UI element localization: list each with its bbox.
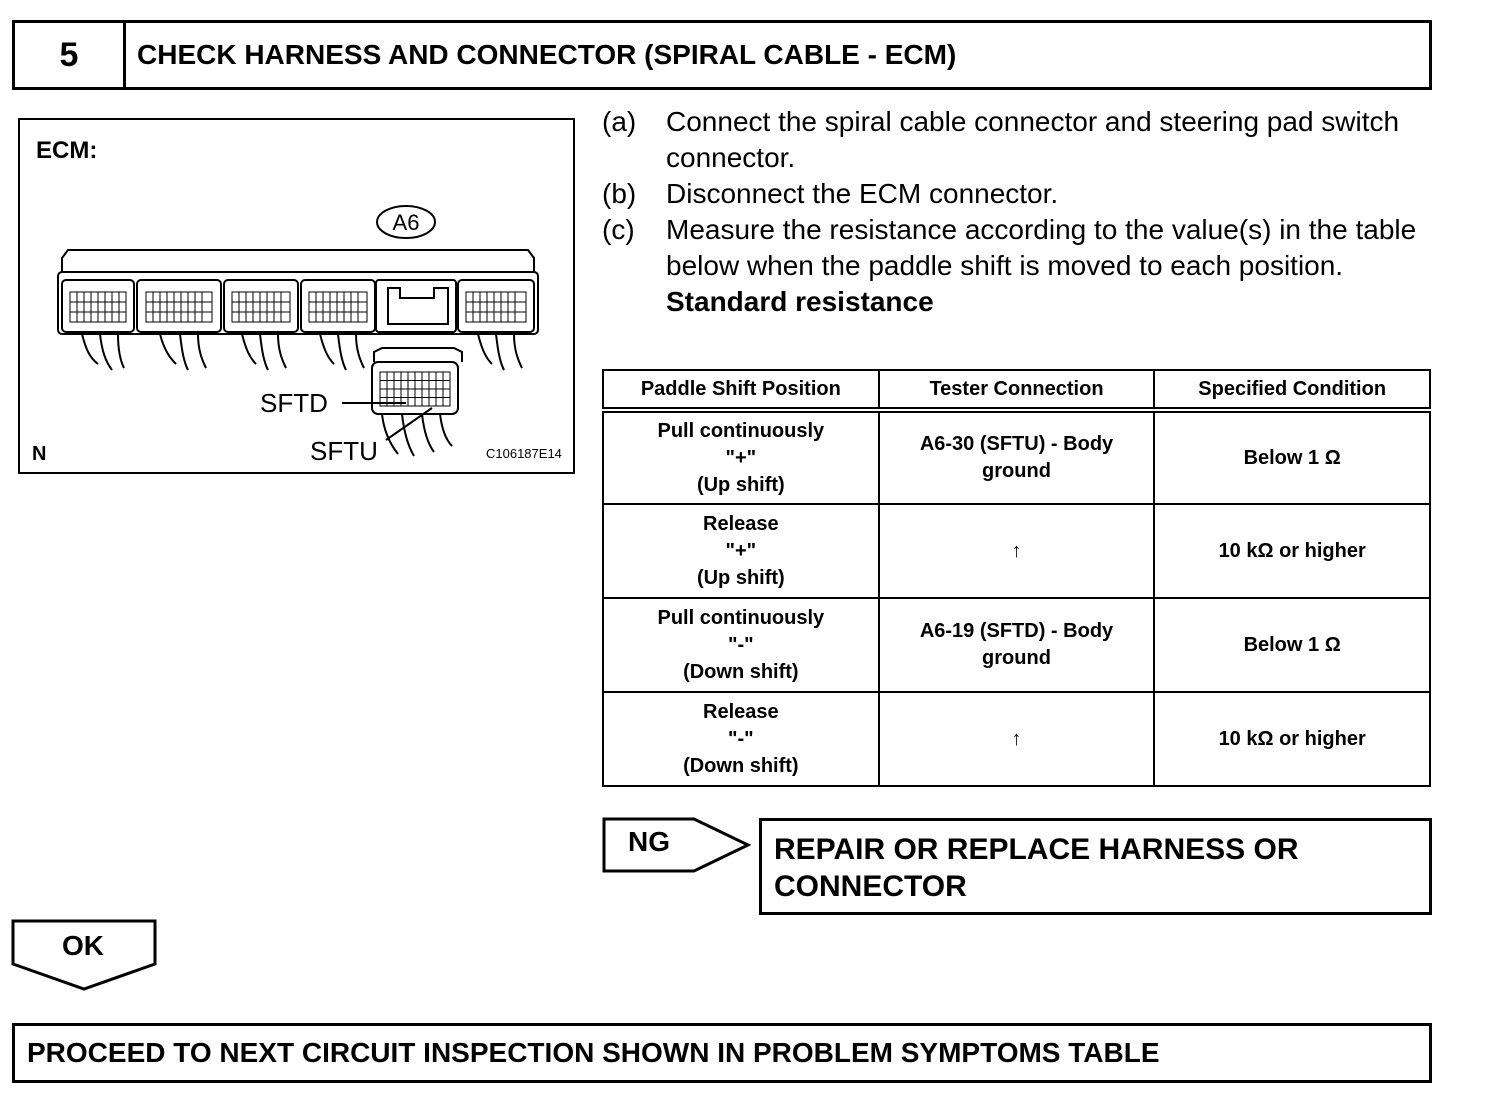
ecm-connector-figure: ECM: A6 SFTD SFTU N C106187E14 (18, 118, 575, 474)
tester-connection-cell: A6-19 (SFTD) - Body ground (877, 597, 1156, 693)
step-text: Disconnect the ECM connector. (666, 178, 1059, 209)
standard-resistance-label: Standard resistance (666, 286, 934, 317)
ng-label: NG (628, 826, 670, 857)
pin-label-sftu: SFTU (310, 436, 378, 466)
step-number: 5 (15, 23, 126, 87)
step-label: (a) (602, 106, 637, 137)
connector-label: A6 (393, 210, 420, 235)
instruction-list: (a) Connect the spiral cable connector a… (602, 104, 1432, 320)
corner-mark: N (32, 443, 46, 465)
specified-condition-cell: 10 kΩ or higher (1153, 503, 1431, 599)
step-title: CHECK HARNESS AND CONNECTOR (SPIRAL CABL… (137, 39, 957, 70)
ecm-connector-drawing: ECM: A6 SFTD SFTU N C106187E14 (32, 137, 562, 466)
tester-connection-cell: ↑ (877, 691, 1156, 787)
step-header: 5 CHECK HARNESS AND CONNECTOR (SPIRAL CA… (12, 20, 1432, 90)
instruction-step: (b) Disconnect the ECM connector. (602, 176, 1432, 212)
ok-label: OK (62, 930, 104, 961)
instruction-step: (a) Connect the spiral cable connector a… (602, 104, 1432, 176)
column-header: Specified Condition (1153, 369, 1431, 413)
paddle-position-cell: Pull continuously "-" (Down shift) (602, 597, 880, 693)
tester-connection-cell: ↑ (877, 503, 1156, 599)
paddle-position-cell: Release "-" (Down shift) (602, 691, 880, 787)
specified-condition-cell: Below 1 Ω (1153, 597, 1431, 693)
step-text: Connect the spiral cable connector and s… (666, 106, 1400, 173)
pin-label-sftd: SFTD (260, 388, 328, 418)
step-label: (c) (602, 214, 635, 245)
table-row: Pull continuously "-" (Down shift) A6-19… (602, 597, 1431, 693)
table-row: Pull continuously "+" (Up shift) A6-30 (… (602, 409, 1431, 505)
figure-heading: ECM: (36, 137, 97, 164)
ng-arrow-shape (602, 817, 752, 873)
specified-condition-cell: 10 kΩ or higher (1153, 691, 1431, 787)
resistance-spec-table: Paddle Shift Position Tester Connection … (602, 369, 1431, 787)
paddle-position-cell: Pull continuously "+" (Up shift) (602, 409, 880, 505)
table-row: Release "+" (Up shift) ↑ 10 kΩ or higher (602, 503, 1431, 599)
column-header: Tester Connection (877, 369, 1156, 413)
step-label: (b) (602, 178, 637, 209)
step-text: Measure the resistance according to the … (666, 214, 1417, 281)
instruction-step: (c) Measure the resistance according to … (602, 212, 1432, 284)
ng-action-box: REPAIR OR REPLACE HARNESS OR CONNECTOR (759, 818, 1432, 915)
table-row: Release "-" (Down shift) ↑ 10 kΩ or high… (602, 691, 1431, 787)
specified-condition-cell: Below 1 Ω (1153, 409, 1431, 505)
paddle-position-cell: Release "+" (Up shift) (602, 503, 880, 599)
table-header-row: Paddle Shift Position Tester Connection … (602, 369, 1431, 413)
next-step-box: PROCEED TO NEXT CIRCUIT INSPECTION SHOWN… (12, 1023, 1432, 1083)
column-header: Paddle Shift Position (602, 369, 880, 413)
figure-code: C106187E14 (486, 446, 562, 461)
ok-arrow-shape (11, 919, 157, 991)
tester-connection-cell: A6-30 (SFTU) - Body ground (877, 409, 1156, 505)
